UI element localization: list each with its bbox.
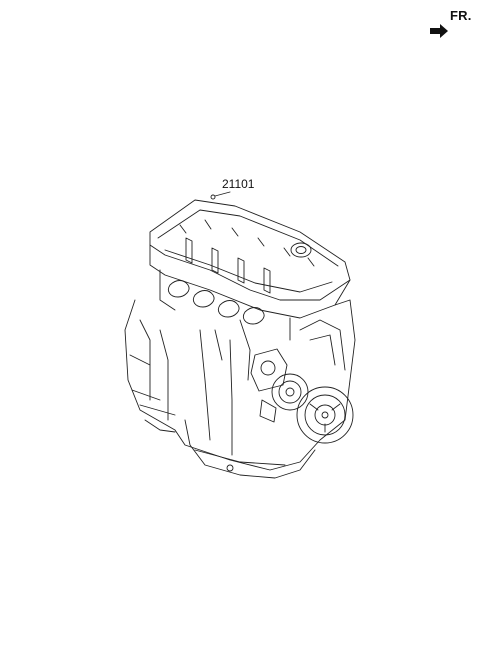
front-direction-indicator: FR. [428, 6, 478, 38]
engine-block [124, 299, 356, 471]
oil-filler-cap [290, 242, 312, 258]
water-pump [250, 348, 288, 392]
valve-cover [149, 199, 351, 301]
oil-pan [184, 419, 316, 479]
idler-pulley [271, 373, 309, 411]
front-label: FR. [450, 8, 472, 23]
front-arrow-icon [430, 24, 448, 38]
part-number-callout: 21101 [222, 177, 255, 191]
crankshaft-pulley [296, 386, 354, 444]
callout-leader-line [214, 191, 231, 197]
callout-leader-dot [210, 194, 216, 200]
cylinder-head [149, 244, 351, 319]
